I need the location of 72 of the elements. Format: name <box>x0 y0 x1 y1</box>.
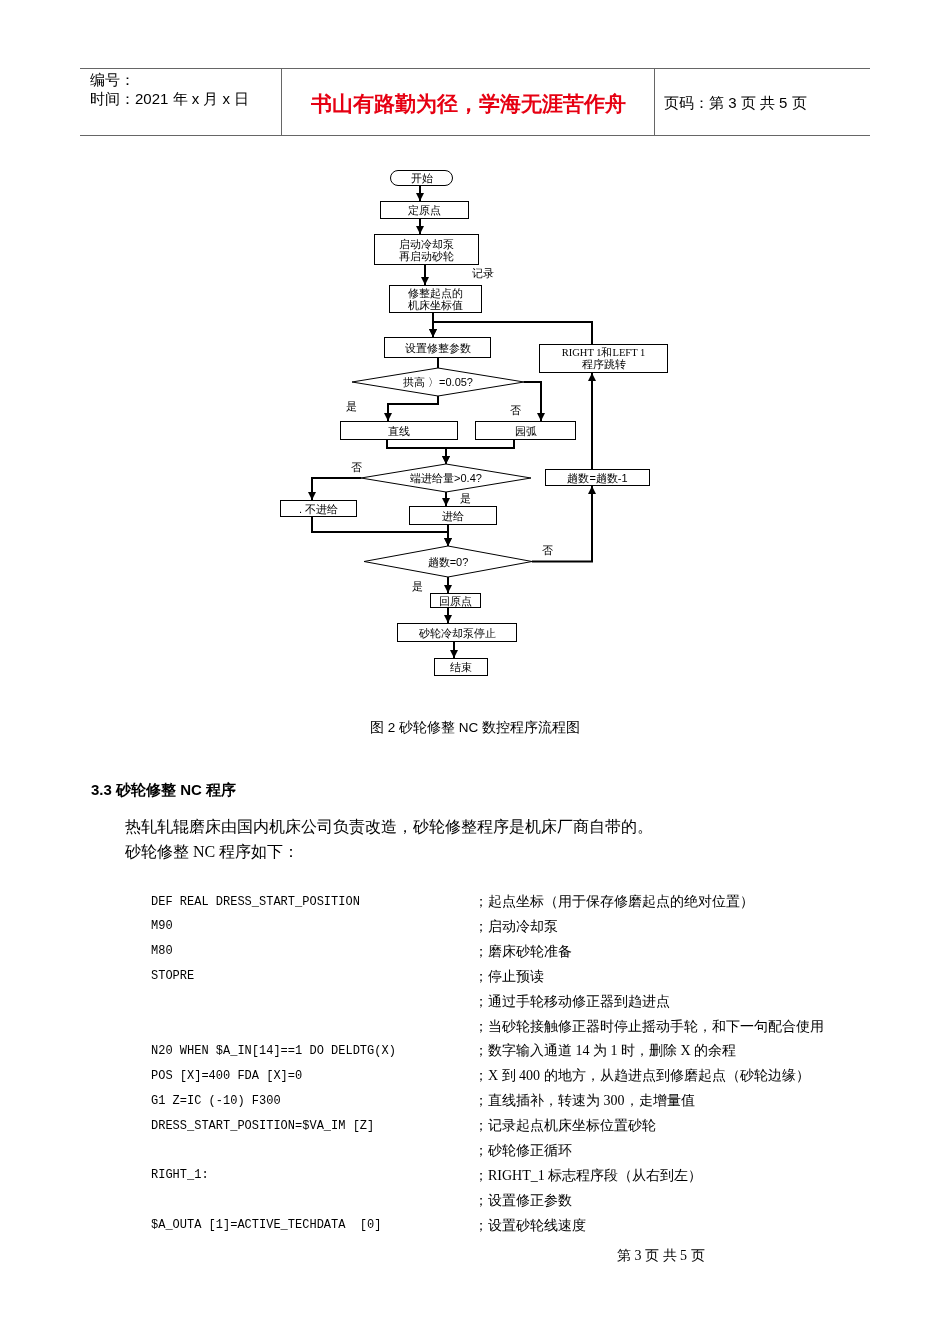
paragraph: 砂轮修整 NC 程序如下： <box>125 842 300 862</box>
arrow <box>416 218 424 235</box>
arrow <box>416 185 424 202</box>
code-line: G1 Z=IC (-10) F300 <box>151 1093 281 1109</box>
arrow <box>588 372 596 470</box>
figure-caption: 图 2 砂轮修整 NC 数控程序流程图 <box>370 718 580 736</box>
process-box: 启动冷却泵再启动砂轮 <box>374 234 479 265</box>
connector-line <box>437 357 439 369</box>
process-box: 砂轮冷却泵停止 <box>397 623 517 642</box>
code-comment: ；记录起点机床坐标位置砂轮 <box>474 1117 656 1136</box>
code-comment: ；通过手轮移动修正器到趋进点 <box>474 992 670 1011</box>
decision-diamond: 拱高 〉=0.05? <box>352 368 524 396</box>
code-comment: ；设置修正参数 <box>474 1191 572 1210</box>
code-line: $A_OUTA [1]=ACTIVE_TECHDATA [0] <box>151 1218 382 1234</box>
page-number: 第 3 页 共 5 页 <box>617 1247 705 1265</box>
arrow <box>523 381 545 422</box>
arrow <box>384 395 439 422</box>
process-box: . 不进给 <box>280 500 357 517</box>
process-box: 直线 <box>340 421 458 440</box>
code-comment: ；起点坐标（用于保存修磨起点的绝对位置） <box>474 893 754 911</box>
arrow <box>442 439 515 465</box>
decision-diamond: 端进给量>0.4? <box>361 464 531 492</box>
arrow <box>444 576 452 594</box>
arrow <box>429 321 593 345</box>
edge-label: 是 <box>412 580 423 593</box>
process-box: 园弧 <box>475 421 576 440</box>
process-box: RIGHT 1和LEFT 1 程序跳转 <box>539 344 668 373</box>
arrow <box>421 264 429 286</box>
code-line: DEF REAL DRESS_START_POSITION <box>151 894 360 910</box>
code-line: M80 <box>151 944 173 960</box>
arrow <box>444 524 452 547</box>
code-comment: ；磨床砂轮准备 <box>474 942 572 961</box>
code-line: STOPRE <box>151 969 195 985</box>
edge-label: 记录 <box>472 267 494 280</box>
code-comment: ；启动冷却泵 <box>474 917 558 936</box>
arrow <box>444 607 452 624</box>
process-box: 趟数=趟数-1 <box>545 469 650 486</box>
code-comment: ；RIGHT_1 标志程序段（从右到左） <box>474 1166 703 1185</box>
header-text: 编号： <box>90 71 135 89</box>
edge-label: 否 <box>351 461 362 474</box>
header-text: 时间：2021 年 x 月 x 日 <box>90 90 250 108</box>
arrow <box>442 491 450 507</box>
arrow <box>450 641 458 659</box>
code-line: M90 <box>151 919 173 935</box>
code-line: POS [X]=400 FDA [X]=0 <box>151 1068 303 1084</box>
arrow <box>531 485 596 563</box>
code-comment: ；数字输入通道 14 为 1 时，删除 X 的余程 <box>474 1042 737 1061</box>
code-comment: ；直线插补，转速为 300，走增量值 <box>474 1092 695 1111</box>
process-box: 进给 <box>409 506 497 525</box>
process-box: 设置修整参数 <box>384 337 491 358</box>
code-comment: ；砂轮修正循环 <box>474 1142 572 1160</box>
code-line: N20 WHEN $A_IN[14]==1 DO DELDTG(X) <box>151 1043 396 1059</box>
process-box: 回原点 <box>430 593 481 608</box>
page-number: 页码：第 3 页 共 5 页 <box>664 94 807 112</box>
code-line: DRESS_START_POSITION=$VA_IM [Z] <box>151 1118 375 1134</box>
paragraph: 热轧轧辊磨床由国内机床公司负责改造，砂轮修整程序是机床厂商自带的。 <box>125 817 653 837</box>
section-heading: 3.3 砂轮修整 NC 程序 <box>91 781 237 799</box>
motto-text: 书山有路勤为径，学海无涯苦作舟 <box>310 91 626 117</box>
code-line: RIGHT_1: <box>151 1168 209 1184</box>
edge-label: 否 <box>510 404 521 417</box>
edge-label: 是 <box>460 492 471 505</box>
edge-label: 否 <box>542 544 553 557</box>
edge-label: 是 <box>346 400 357 413</box>
process-box: 修整起点的机床坐标值 <box>389 285 482 313</box>
code-comment: ；X 到 400 的地方，从趋进点到修磨起点（砂轮边缘） <box>474 1067 810 1086</box>
code-comment: ；当砂轮接触修正器时停止摇动手轮，和下一句配合使用 <box>474 1017 824 1036</box>
code-comment: ；停止预读 <box>474 967 544 986</box>
arrow <box>308 477 362 501</box>
process-box: 定原点 <box>380 201 469 219</box>
process-box: 结束 <box>434 658 488 676</box>
decision-diamond: 趟数=0? <box>364 546 532 577</box>
code-comment: ；设置砂轮线速度 <box>474 1216 586 1235</box>
